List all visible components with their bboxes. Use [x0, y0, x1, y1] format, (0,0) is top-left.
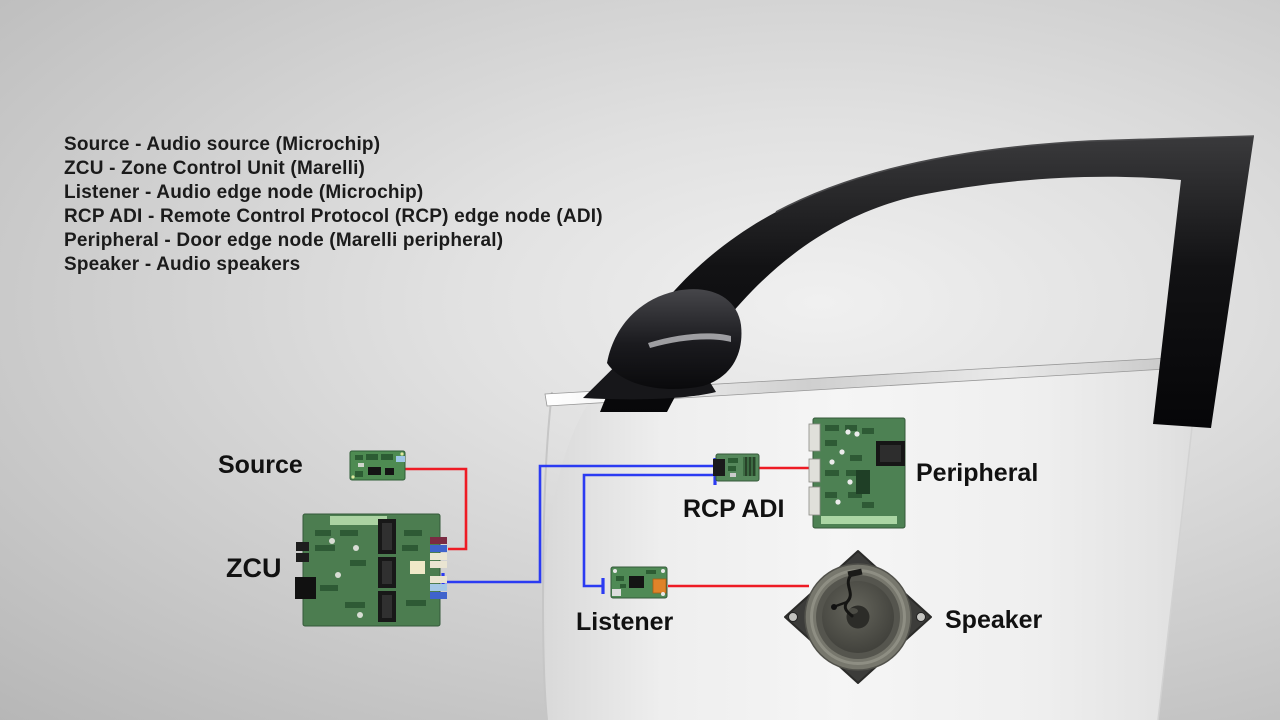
- mirror-turn-signal: [648, 333, 731, 348]
- label-zcu: ZCU: [226, 553, 282, 583]
- door-front-edge: [541, 391, 553, 720]
- label-source: Source: [218, 451, 303, 479]
- wire-rcpadi-listener: [582, 473, 713, 588]
- label-peripheral: Peripheral: [916, 459, 1039, 487]
- window-frame-highlight: [775, 135, 1255, 213]
- door-panel: [543, 366, 1199, 720]
- source-board: [349, 450, 406, 481]
- label-rcp-adi: RCP ADI: [683, 495, 785, 523]
- legend-line-peripheral: Peripheral - Door edge node (Marelli per…: [64, 230, 504, 251]
- legend-block: Source - Audio source (Microchip) ZCU - …: [64, 133, 603, 277]
- wire-zcu-rcpadi: [444, 464, 713, 584]
- legend-line-source: Source - Audio source (Microchip): [64, 134, 381, 155]
- legend-line-zcu: ZCU - Zone Control Unit (Marelli): [64, 158, 366, 179]
- zcu-board: [295, 513, 447, 627]
- legend-line-listener: Listener - Audio edge node (Microchip): [64, 182, 424, 203]
- legend-line-speaker: Speaker - Audio speakers: [64, 254, 301, 275]
- legend-line-rcp-adi: RCP ADI - Remote Control Protocol (RCP) …: [64, 206, 603, 227]
- rcp-adi-board: [713, 453, 760, 482]
- window-frame: [600, 136, 1254, 428]
- listener-board: [610, 566, 668, 599]
- wire-source-zcu: [404, 467, 468, 551]
- label-listener: Listener: [576, 608, 674, 636]
- label-speaker: Speaker: [945, 606, 1043, 634]
- speaker-image: [784, 550, 932, 684]
- peripheral-board: [808, 417, 906, 529]
- car-door: [541, 135, 1255, 720]
